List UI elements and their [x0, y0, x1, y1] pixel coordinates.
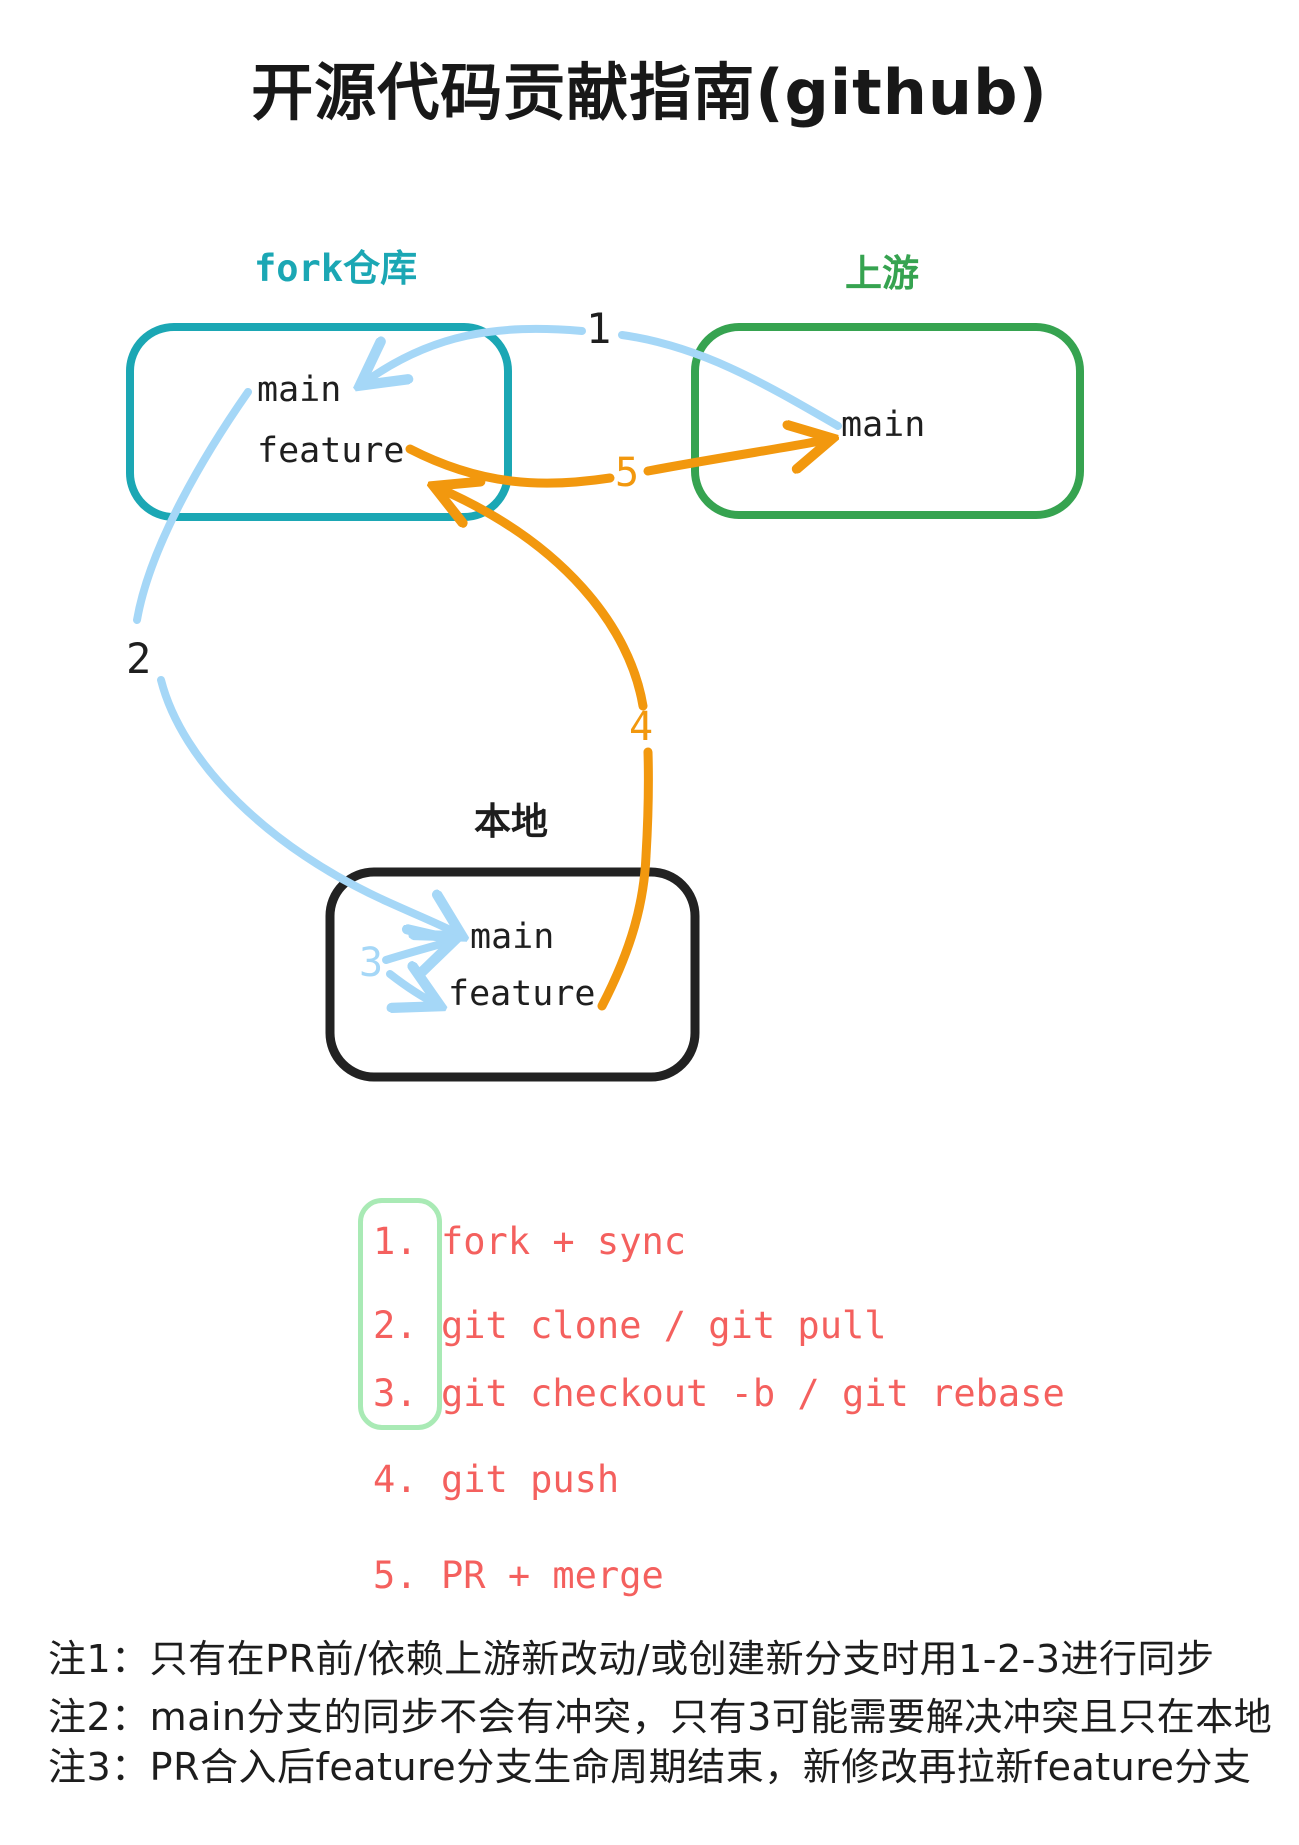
- footnote-1: 注1：只有在PR前/依赖上游新改动/或创建新分支时用1-2-3进行同步: [48, 1637, 1215, 1681]
- arrow-5-label: 5: [615, 450, 640, 496]
- local-repo-box: [325, 867, 700, 1082]
- arrow-1-segment-a: [618, 331, 842, 430]
- arrow-2-segment-a: [133, 388, 252, 624]
- arrow-1-label: 1: [586, 304, 612, 353]
- arrow-4-label: 4: [629, 704, 654, 750]
- step-4-number: 4.: [373, 1458, 418, 1501]
- steps-1-3-highlight-box: [358, 1198, 442, 1430]
- step-5-label: PR + merge: [441, 1554, 664, 1597]
- upstream-main-branch: main: [841, 405, 926, 445]
- step-3-number: 3.: [373, 1372, 418, 1415]
- local-main-branch: main: [470, 917, 555, 957]
- arrow-4-segment-b: [436, 487, 648, 711]
- arrow-4-segment-a: [597, 747, 653, 1011]
- arrow-3-label: 3: [359, 940, 384, 986]
- upstream-repo-label: 上游: [845, 252, 919, 295]
- arrow-2-label: 2: [126, 634, 152, 683]
- step-2-number: 2.: [373, 1304, 418, 1347]
- step-4-label: git push: [441, 1458, 620, 1501]
- step-1-label: fork + sync: [441, 1220, 687, 1263]
- arrow-1-segment-b: [362, 324, 586, 384]
- step-2-label: git clone / git pull: [441, 1304, 887, 1347]
- local-repo-label: 本地: [474, 800, 548, 843]
- footnote-3: 注3：PR合入后feature分支生命周期结束，新修改再拉新feature分支: [48, 1745, 1252, 1789]
- fork-feature-branch: feature: [257, 431, 405, 471]
- arrow-3-to-main: [382, 941, 452, 960]
- step-1-number: 1.: [373, 1220, 418, 1263]
- step-5-number: 5.: [373, 1554, 418, 1597]
- page-title: 开源代码贡献指南(github): [251, 56, 1048, 129]
- fork-repo-label: fork仓库: [254, 247, 418, 290]
- step-item-3: 3. git checkout -b / git rebase: [373, 1372, 1065, 1415]
- fork-repo-box: [126, 323, 512, 521]
- arrow-3-to-feature: [386, 974, 438, 1005]
- local-feature-branch: feature: [448, 974, 596, 1014]
- upstream-repo-box: [691, 323, 1084, 519]
- step-item-4: 4. git push: [373, 1458, 619, 1501]
- step-item-5: 5. PR + merge: [373, 1554, 664, 1597]
- step-3-label: git checkout -b / git rebase: [441, 1372, 1065, 1415]
- fork-main-branch: main: [257, 370, 342, 410]
- arrow-5-segment-b: [643, 439, 830, 476]
- arrow-2-segment-b: [157, 676, 460, 935]
- footnote-2: 注2：main分支的同步不会有冲突，只有3可能需要解决冲突且只在本地: [48, 1695, 1273, 1739]
- step-item-2: 2. git clone / git pull: [373, 1304, 887, 1347]
- arrow-5-segment-a: [405, 444, 615, 488]
- step-item-1: 1. fork + sync: [373, 1220, 686, 1263]
